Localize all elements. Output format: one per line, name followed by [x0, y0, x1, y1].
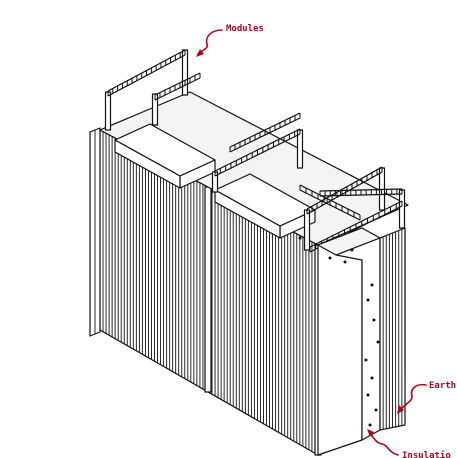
end-panel-stripes [379, 228, 406, 430]
module-ladder [229, 112, 301, 153]
module-ladder [299, 184, 361, 221]
fill-dot [343, 260, 347, 264]
fill-dot [298, 236, 302, 240]
insulation-leader [368, 431, 399, 456]
fill-dot [370, 376, 374, 380]
label-modules: Modules [196, 24, 264, 57]
fill-dot [376, 340, 380, 344]
ladder-post [398, 189, 406, 229]
seam-post [204, 186, 212, 393]
insulation-column [317, 227, 363, 456]
fill-dot [364, 358, 368, 362]
fill-dot [372, 318, 376, 322]
end-section [317, 227, 406, 456]
fill-dot [366, 393, 370, 397]
fill-dot [328, 256, 332, 260]
module-ladder [107, 49, 186, 97]
label-insulation: Insulatio [367, 429, 451, 458]
modules-arrowhead [196, 49, 204, 57]
insulation-dots [328, 248, 380, 427]
insulation-text: Insulatio [402, 450, 451, 458]
fill-dot [350, 248, 354, 252]
fill-dot [374, 408, 378, 412]
ladder-post [104, 91, 112, 131]
insulation-arrowhead [367, 429, 374, 437]
module-ladder [154, 72, 201, 101]
left-edge-post [89, 127, 101, 337]
ladder-post [181, 49, 189, 96]
earth-arrowhead [397, 405, 404, 414]
earth-leader [399, 383, 427, 411]
fill-dot [366, 298, 370, 302]
ladder-post [151, 93, 159, 126]
ladder-post [296, 129, 304, 169]
ladder-post [303, 209, 311, 251]
fill-dot [370, 283, 374, 287]
fill-dot [368, 423, 372, 427]
module-ladder [319, 188, 403, 197]
module-ladder [214, 128, 301, 177]
earth-text: Earth [429, 381, 456, 391]
label-earth: Earth [397, 381, 456, 414]
modules-leader [197, 29, 223, 55]
module-cap-beams [114, 123, 316, 239]
modules-text: Modules [226, 24, 264, 34]
